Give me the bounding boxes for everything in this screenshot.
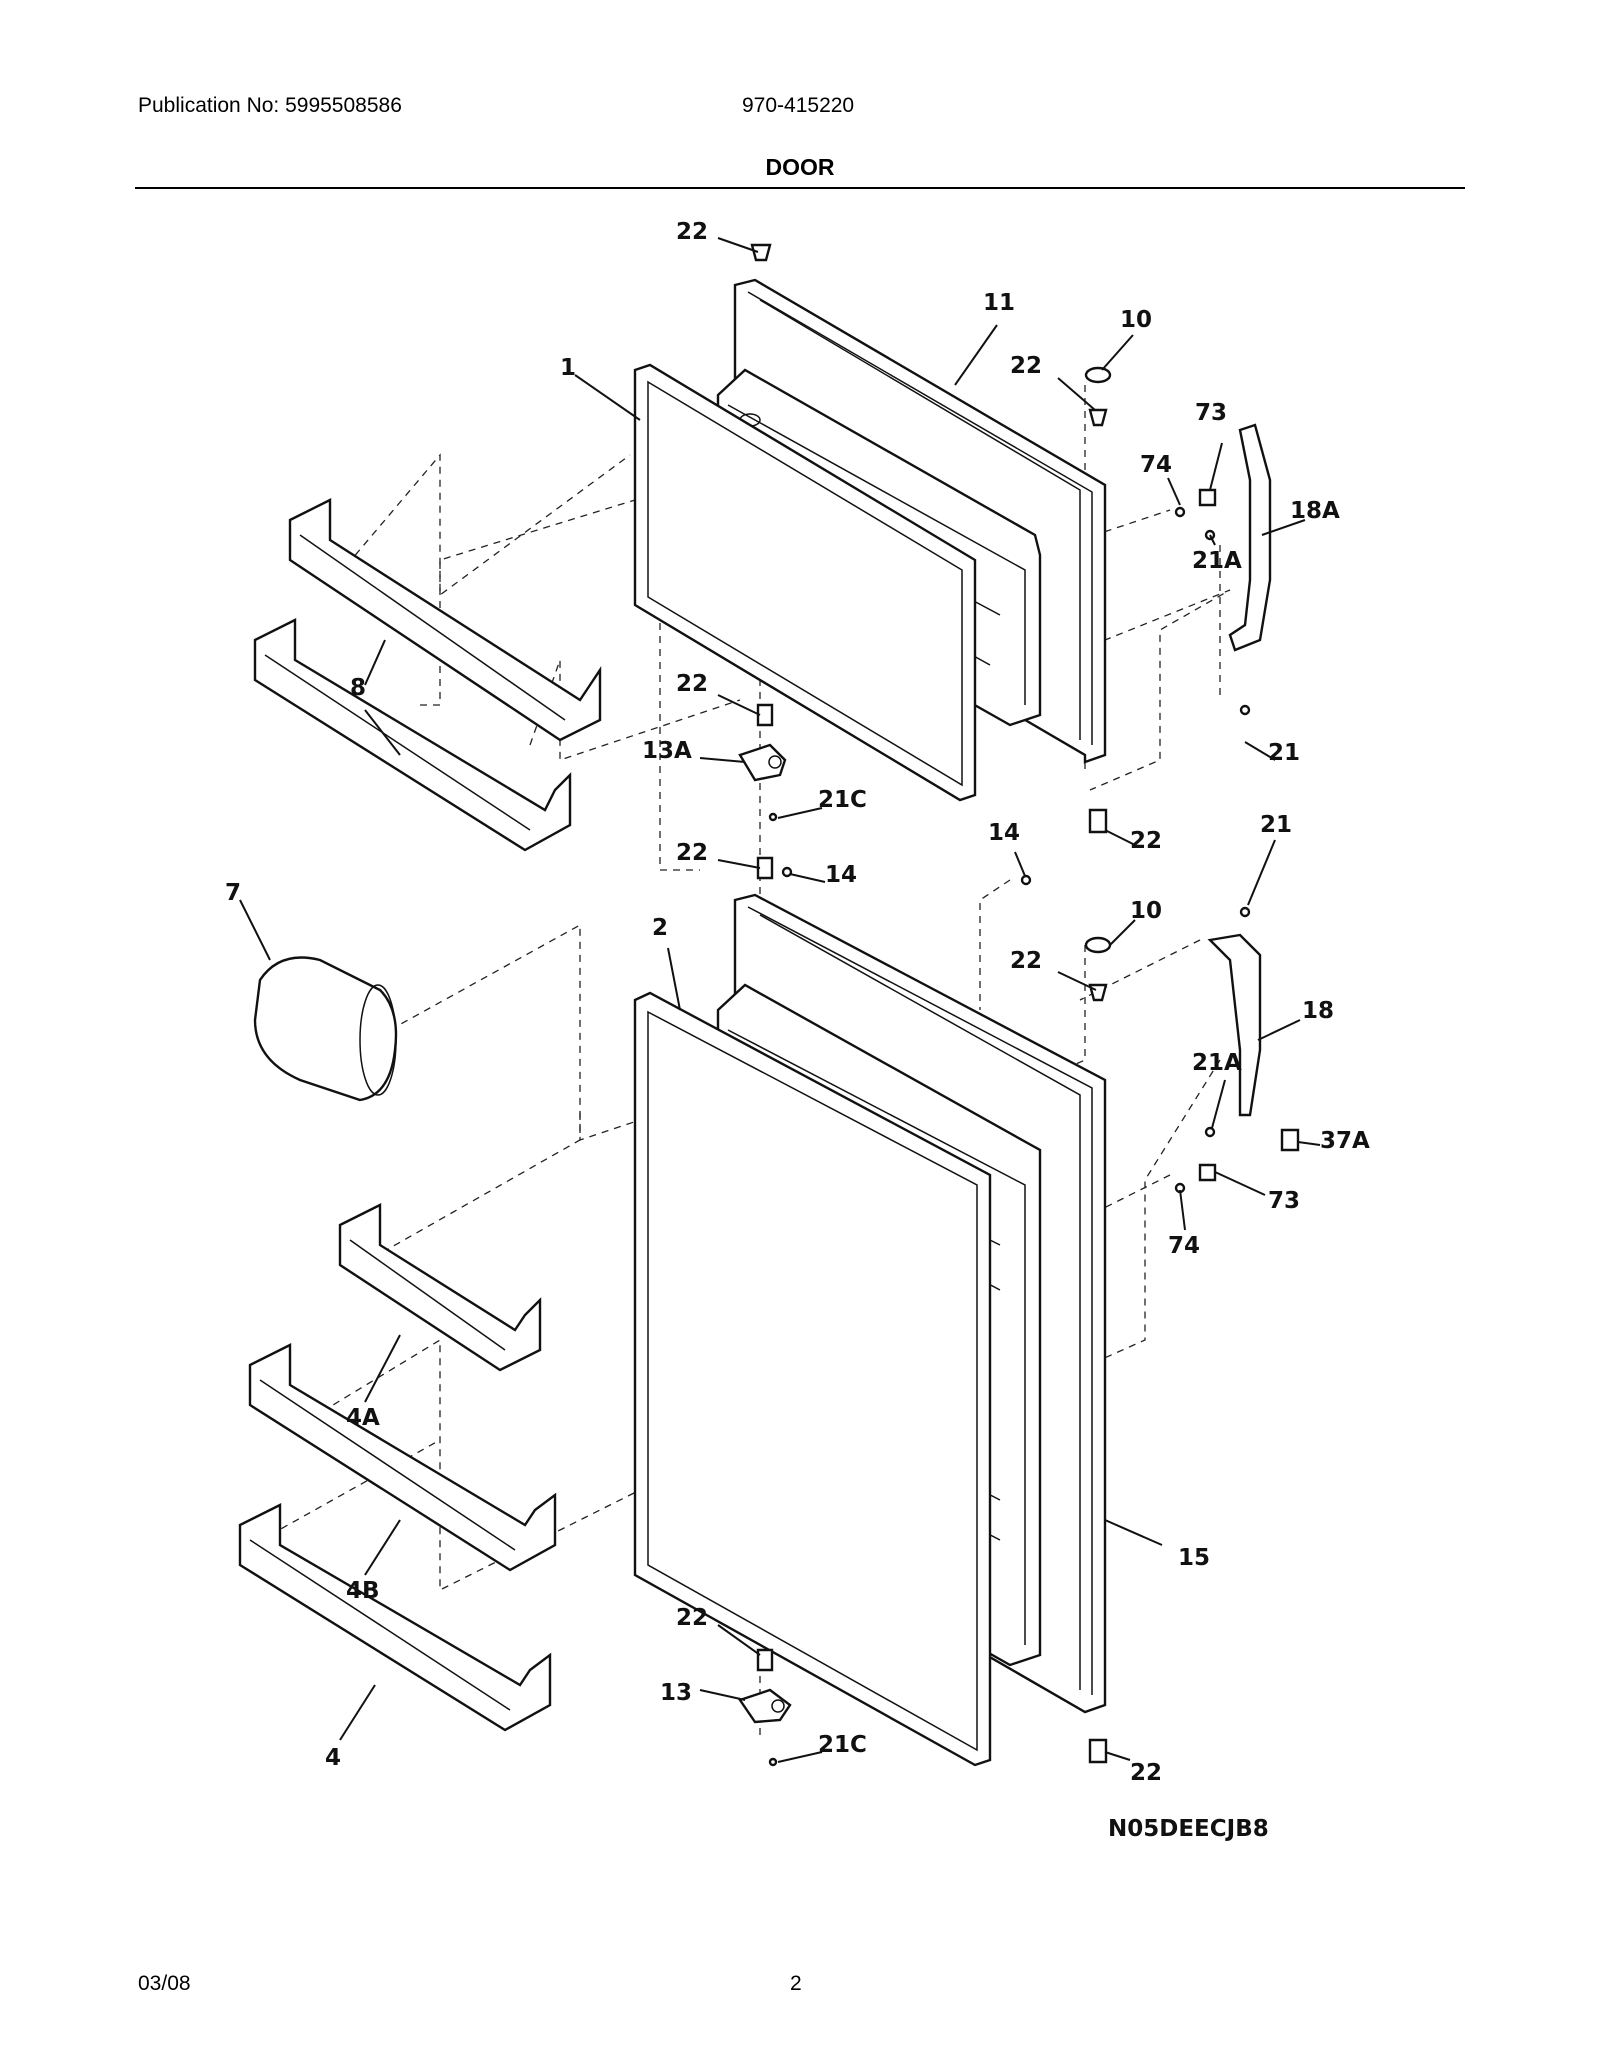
callout-4: 4 [325,1745,341,1771]
callout-21A: 21A [1192,548,1242,574]
hinge-13 [738,1688,792,1724]
callout-22: 22 [676,219,708,245]
upper-door-gasket [633,363,977,802]
callout-4A: 4A [346,1405,380,1431]
callout-22: 22 [1010,353,1042,379]
page-number: 2 [790,1972,802,1995]
callout-22: 22 [676,671,708,697]
hinge-18A [1228,423,1272,652]
header-divider [135,187,1465,189]
diagram-code: N05DEECJB8 [1108,1816,1269,1842]
callout-21C: 21C [818,1732,867,1758]
callout-14: 14 [825,862,857,888]
callout-21A: 21A [1192,1050,1242,1076]
callout-74: 74 [1140,452,1172,478]
callout-22: 22 [676,1605,708,1631]
shelf-8-upper [288,498,602,742]
callout-2: 2 [652,915,668,941]
callout-21: 21 [1260,812,1292,838]
callout-13A: 13A [642,738,692,764]
publication-number: Publication No: 5995508586 [138,94,402,117]
callout-22: 22 [1130,828,1162,854]
callout-1: 1 [560,355,576,381]
callout-15: 15 [1178,1545,1210,1571]
callout-73: 73 [1195,400,1227,426]
hinge-13A [738,743,787,782]
shelf-4 [238,1503,552,1732]
callout-11: 11 [983,290,1015,316]
leader-lines [239,237,1321,1763]
callout-21C: 21C [818,787,867,813]
callout-22: 22 [676,840,708,866]
footer-date: 03/08 [138,1972,191,1995]
model-number: 970-415220 [742,94,855,117]
dairy-bin-7 [253,956,398,1102]
shelf-4A [338,1203,542,1372]
callout-8: 8 [350,675,366,701]
callout-21: 21 [1268,740,1300,766]
callout-10: 10 [1120,307,1152,333]
callout-13: 13 [660,1680,692,1706]
callout-4B: 4B [346,1578,380,1604]
callout-22: 22 [1010,948,1042,974]
callout-18: 18 [1302,998,1334,1024]
page-title: DOOR [765,154,835,180]
callout-73: 73 [1268,1188,1300,1214]
callout-labels: 22 11 10 22 1 73 74 18A 21A 8 22 13A 21C… [225,219,1370,1842]
callout-37A: 37A [1320,1128,1370,1154]
callout-74: 74 [1168,1233,1200,1259]
callout-22: 22 [1130,1760,1162,1786]
shelf-4B [248,1343,557,1572]
shelf-8-lower [253,618,572,852]
lower-door-gasket [633,991,992,1767]
callout-7: 7 [225,880,241,906]
callout-10: 10 [1130,898,1162,924]
callout-18A: 18A [1290,498,1340,524]
callout-14: 14 [988,820,1020,846]
hinge-18 [1207,933,1262,1117]
